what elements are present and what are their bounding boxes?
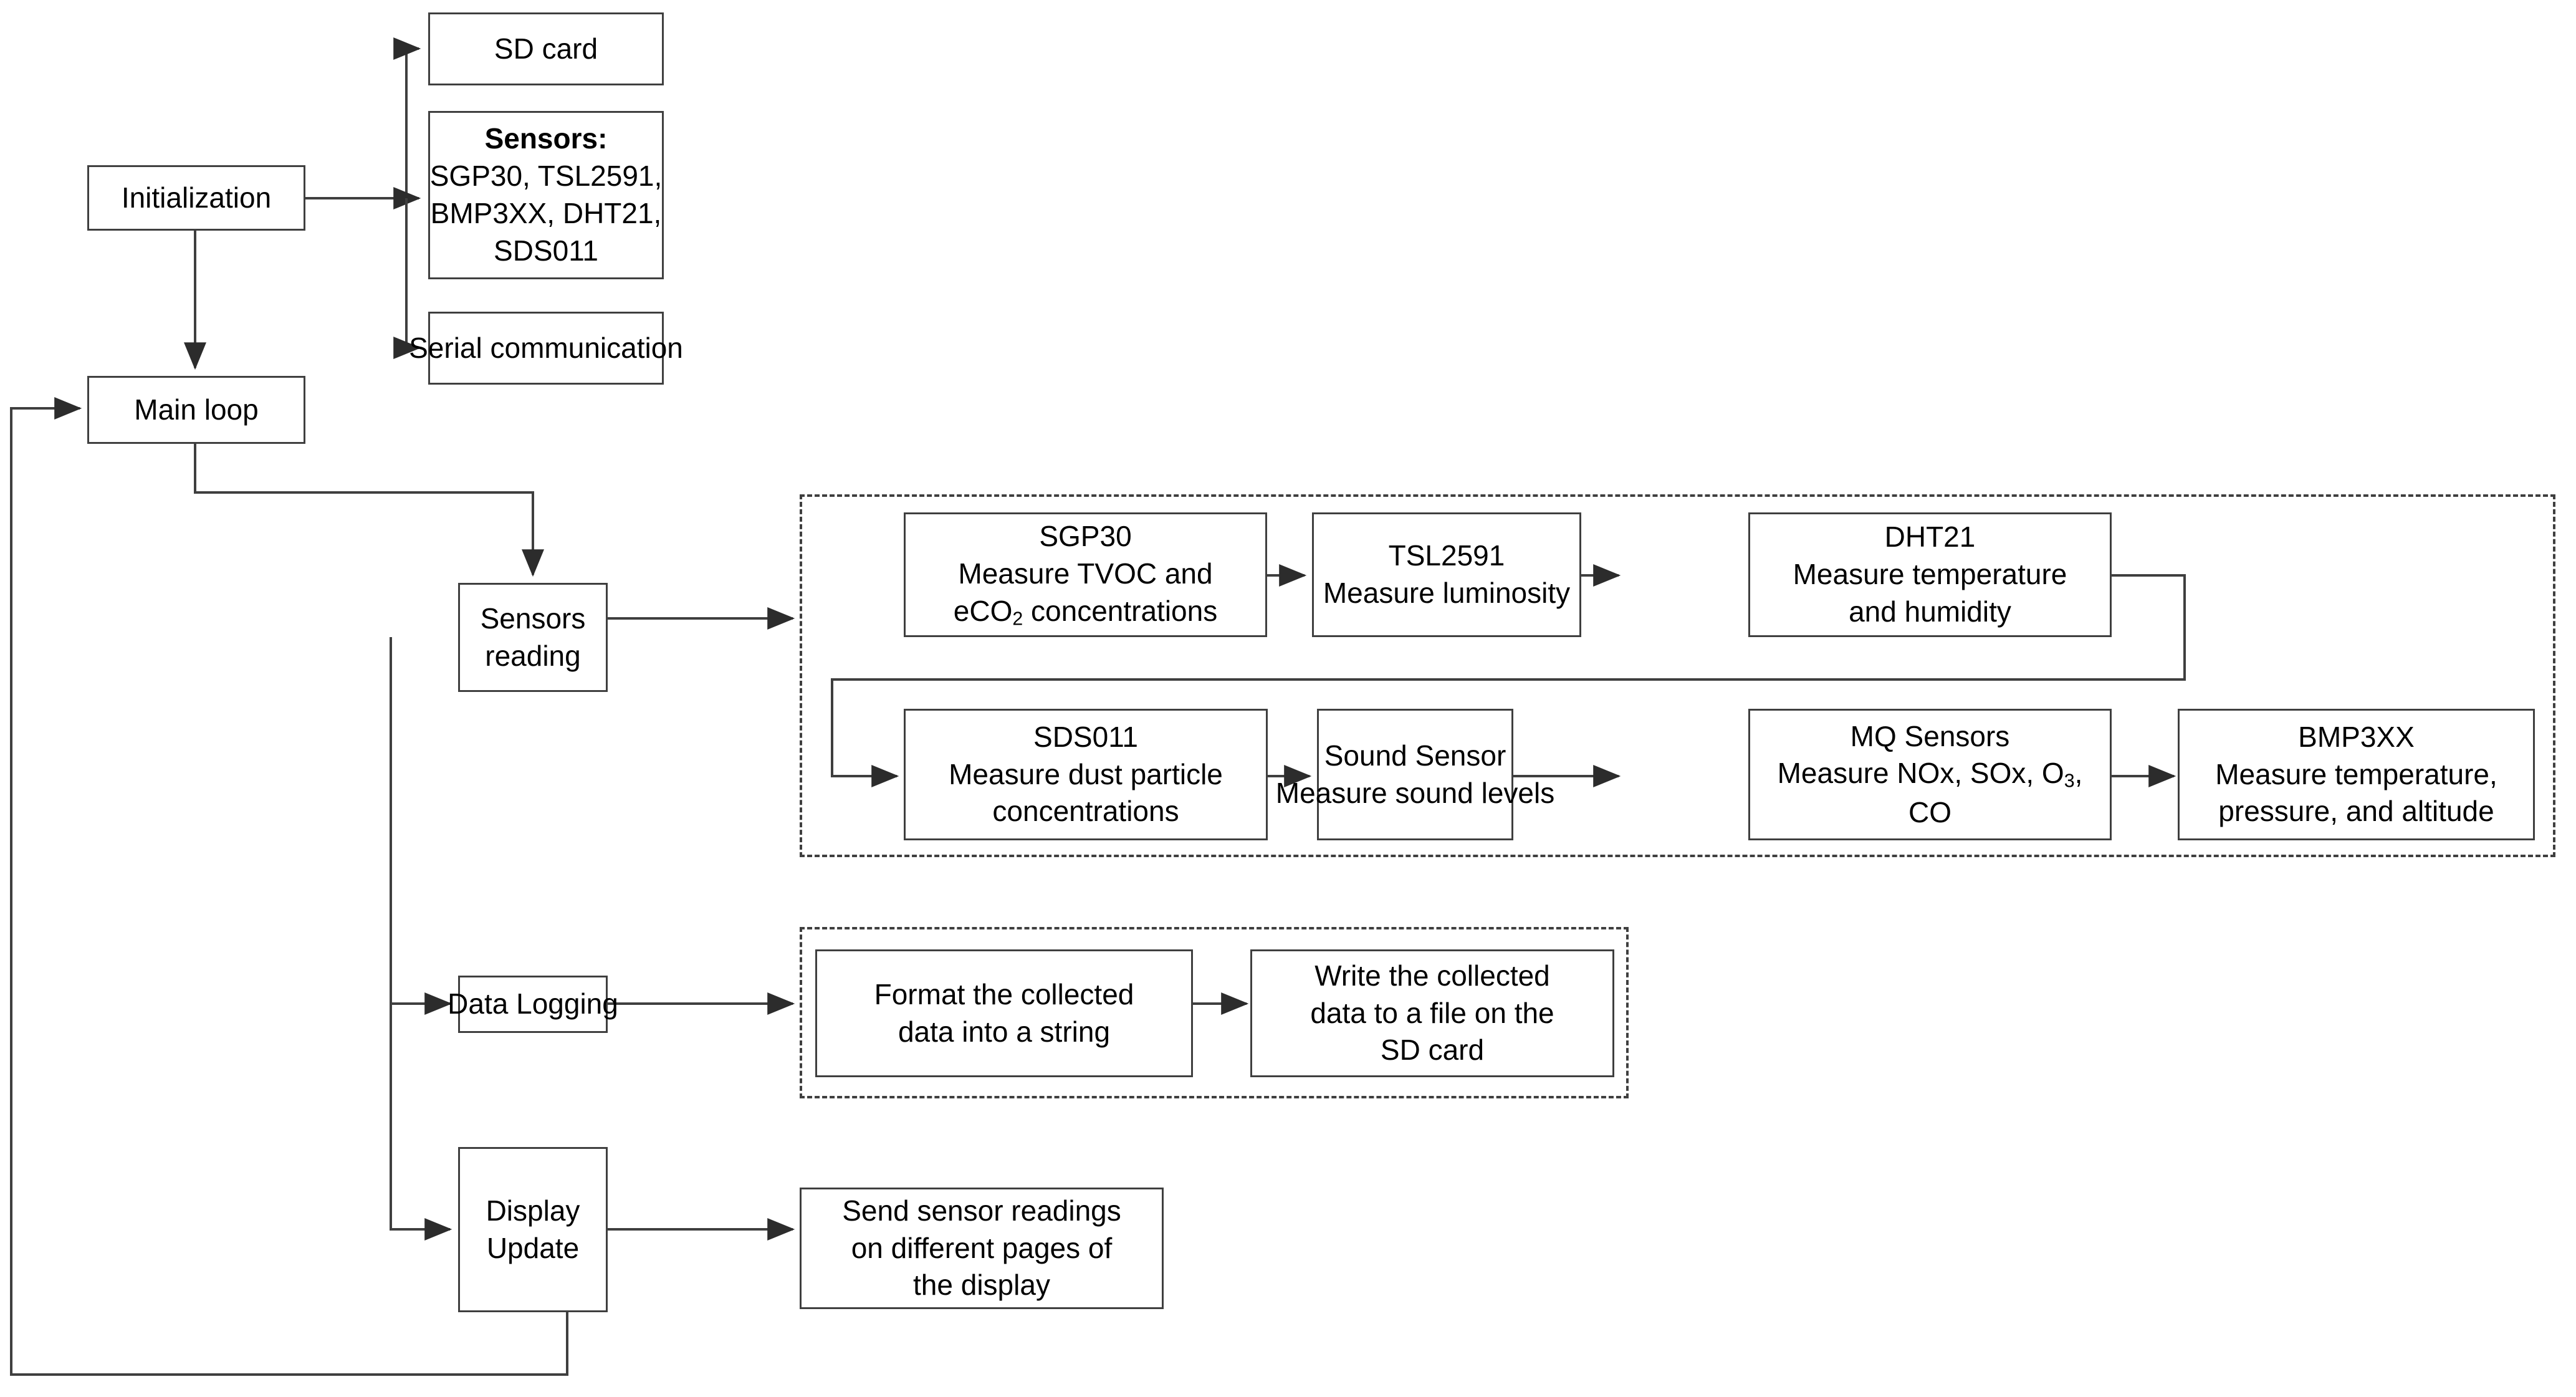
- sound-sensor-title: Sound Sensor: [1324, 739, 1506, 772]
- send-readings-line-2: on different pages of: [851, 1231, 1113, 1264]
- node-initialization[interactable]: Initialization: [87, 165, 305, 231]
- node-sd-card[interactable]: SD card: [428, 12, 664, 85]
- sds011-desc-line-1: Measure dust particle: [949, 757, 1223, 790]
- sound-sensor-desc-line-1: Measure sound levels: [1275, 776, 1555, 809]
- node-sensors-list[interactable]: Sensors: SGP30, TSL2591, BMP3XX, DHT21, …: [428, 111, 664, 279]
- write-data-line-1: Write the collected: [1314, 959, 1550, 992]
- write-data-line-3: SD card: [1380, 1034, 1485, 1067]
- main-loop-label: Main loop: [134, 393, 259, 426]
- sensors-list-line-3: SDS011: [494, 234, 598, 267]
- edge-init-to-sdcard: [305, 37, 421, 199]
- node-sensor-sgp30[interactable]: SGP30 Measure TVOC and eCO2 concentratio…: [904, 512, 1267, 637]
- edge-feedback-to-mainloop: [10, 397, 568, 1376]
- node-sensor-tsl2591[interactable]: TSL2591 Measure luminosity: [1312, 512, 1581, 637]
- edge-init-to-serial: [393, 198, 421, 359]
- dht21-desc-line-2: and humidity: [1849, 595, 2011, 628]
- mq-sensors-desc-line-2: CO: [1908, 795, 1951, 828]
- sensors-list-line-1: SGP30, TSL2591,: [429, 160, 663, 193]
- sds011-desc-line-2: concentrations: [992, 795, 1179, 828]
- node-format-data[interactable]: Format the collected data into a string: [815, 949, 1193, 1077]
- node-sensor-sds011[interactable]: SDS011 Measure dust particle concentrati…: [904, 709, 1268, 840]
- node-display-update[interactable]: Display Update: [458, 1147, 608, 1312]
- dht21-desc-line-1: Measure temperature: [1793, 558, 2067, 591]
- edge-mainloop-to-sensorsreading: [194, 444, 544, 577]
- node-serial-communication[interactable]: Serial communication: [409, 312, 683, 385]
- format-data-line-1: Format the collected: [874, 977, 1134, 1011]
- node-sensor-bmp3xx[interactable]: BMP3XX Measure temperature, pressure, an…: [2178, 709, 2535, 840]
- tsl2591-desc-line-1: Measure luminosity: [1323, 577, 1571, 609]
- display-update-line-1: Display: [486, 1194, 580, 1227]
- tsl2591-title: TSL2591: [1388, 539, 1505, 572]
- mq-sensors-title: MQ Sensors: [1850, 719, 2010, 752]
- node-sensor-dht21[interactable]: DHT21 Measure temperature and humidity: [1748, 512, 2112, 637]
- edge-branch-to-datalogging: [390, 637, 452, 1015]
- bmp3xx-title: BMP3XX: [2298, 720, 2415, 753]
- send-readings-line-3: the display: [913, 1269, 1050, 1302]
- bmp3xx-desc-line-1: Measure temperature,: [2215, 757, 2497, 790]
- node-sensors-reading[interactable]: Sensors reading: [458, 583, 608, 692]
- sgp30-title: SGP30: [1039, 520, 1132, 553]
- dht21-title: DHT21: [1884, 521, 1976, 554]
- sgp30-desc-line-2: eCO2 concentrations: [953, 594, 1218, 630]
- edge-dht21-wrap-to-sds011: [831, 574, 2186, 787]
- node-write-data[interactable]: Write the collected data to a file on th…: [1250, 949, 1614, 1077]
- format-data-line-2: data into a string: [898, 1015, 1111, 1048]
- write-data-line-2: data to a file on the: [1310, 996, 1554, 1029]
- sensors-list-line-2: BMP3XX, DHT21,: [430, 197, 662, 229]
- sgp30-desc-line-1: Measure TVOC and: [958, 557, 1213, 590]
- sensors-list-heading: Sensors:: [484, 122, 608, 155]
- sensors-reading-line-1: Sensors: [480, 602, 586, 635]
- node-main-loop[interactable]: Main loop: [87, 376, 305, 444]
- edge-branch-to-displayupdate: [390, 637, 452, 1241]
- node-sensor-mq[interactable]: MQ Sensors Measure NOx, SOx, O3, CO: [1748, 709, 2112, 840]
- serial-communication-label: Serial communication: [409, 331, 683, 364]
- data-logging-label: Data Logging: [448, 987, 618, 1020]
- node-sensor-sound[interactable]: Sound Sensor Measure sound levels: [1276, 709, 1554, 840]
- display-update-line-2: Update: [486, 1231, 580, 1264]
- initialization-label: Initialization: [121, 181, 272, 214]
- send-readings-line-1: Send sensor readings: [842, 1194, 1121, 1227]
- bmp3xx-desc-line-2: pressure, and altitude: [2218, 795, 2494, 828]
- sensors-reading-line-2: reading: [485, 639, 581, 672]
- node-send-readings[interactable]: Send sensor readings on different pages …: [800, 1188, 1164, 1309]
- mq-sensors-desc-line-1: Measure NOx, SOx, O3,: [1777, 757, 2083, 792]
- sd-card-label: SD card: [494, 32, 598, 65]
- sds011-title: SDS011: [1033, 720, 1138, 753]
- node-data-logging[interactable]: Data Logging: [448, 976, 618, 1033]
